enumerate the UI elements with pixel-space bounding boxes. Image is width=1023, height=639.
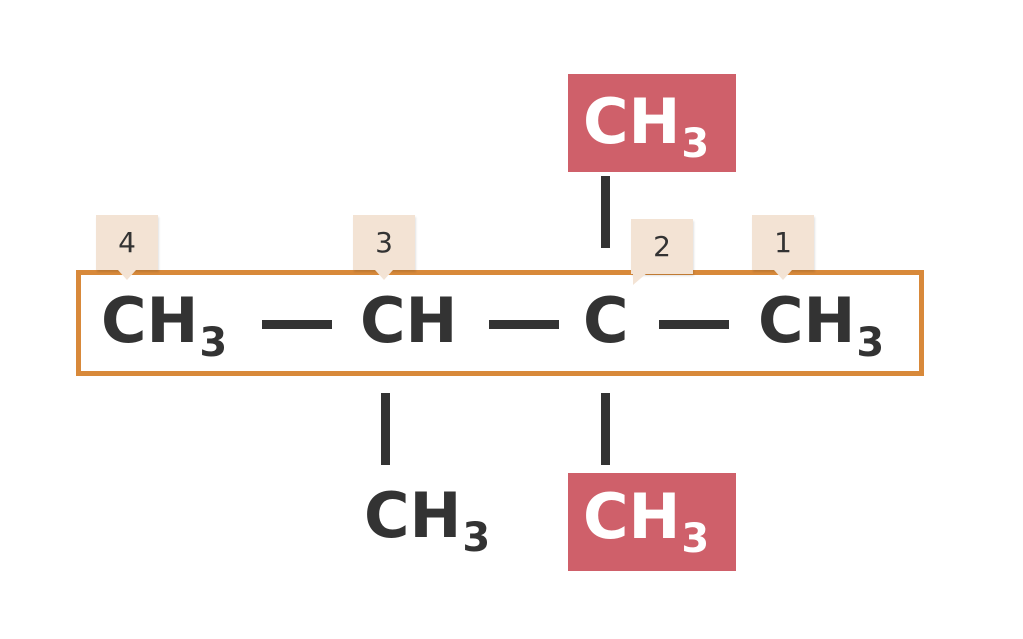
- bottom-methyl-group: CH3: [583, 480, 709, 560]
- c3-methyl-symbol: CH: [364, 479, 462, 552]
- longest-chain-outline: [76, 270, 924, 376]
- chain-carbon-1: CH3: [758, 284, 884, 364]
- chain-carbon-3-symbol: CH: [360, 284, 458, 357]
- bond-c4-c3: [262, 320, 332, 329]
- top-methyl-symbol: CH: [583, 85, 681, 158]
- bond-c2-c1: [659, 320, 729, 329]
- highlighted-bottom-methyl: CH3: [568, 473, 736, 571]
- chain-carbon-3: CH: [360, 290, 457, 352]
- number-tag-1: 1: [752, 215, 814, 280]
- chain-carbon-4-symbol: CH: [101, 284, 199, 357]
- bottom-methyl-symbol: CH: [583, 480, 681, 553]
- chain-carbon-2-symbol: C: [583, 284, 629, 357]
- chain-carbon-1-subscript: 3: [856, 320, 885, 366]
- bond-c2-top-branch: [601, 176, 610, 248]
- c3-methyl-subscript: 3: [462, 515, 491, 561]
- bond-c3-bottom-branch: [381, 393, 390, 465]
- chain-carbon-4-subscript: 3: [199, 320, 228, 366]
- highlighted-top-methyl: CH3: [568, 74, 736, 172]
- top-methyl-group: CH3: [583, 85, 709, 165]
- chain-carbon-1-symbol: CH: [758, 284, 856, 357]
- chain-carbon-2: C: [583, 290, 629, 352]
- chain-carbon-4: CH3: [101, 284, 227, 364]
- number-tag-4: 4: [96, 215, 158, 280]
- number-tag-2: 2: [631, 219, 693, 285]
- top-methyl-subscript: 3: [681, 121, 710, 167]
- bottom-methyl-subscript: 3: [681, 516, 710, 562]
- number-tag-3: 3: [353, 215, 415, 280]
- bond-c3-c2: [489, 320, 559, 329]
- c3-methyl-branch: CH3: [364, 479, 490, 559]
- bond-c2-bottom-branch: [601, 393, 610, 465]
